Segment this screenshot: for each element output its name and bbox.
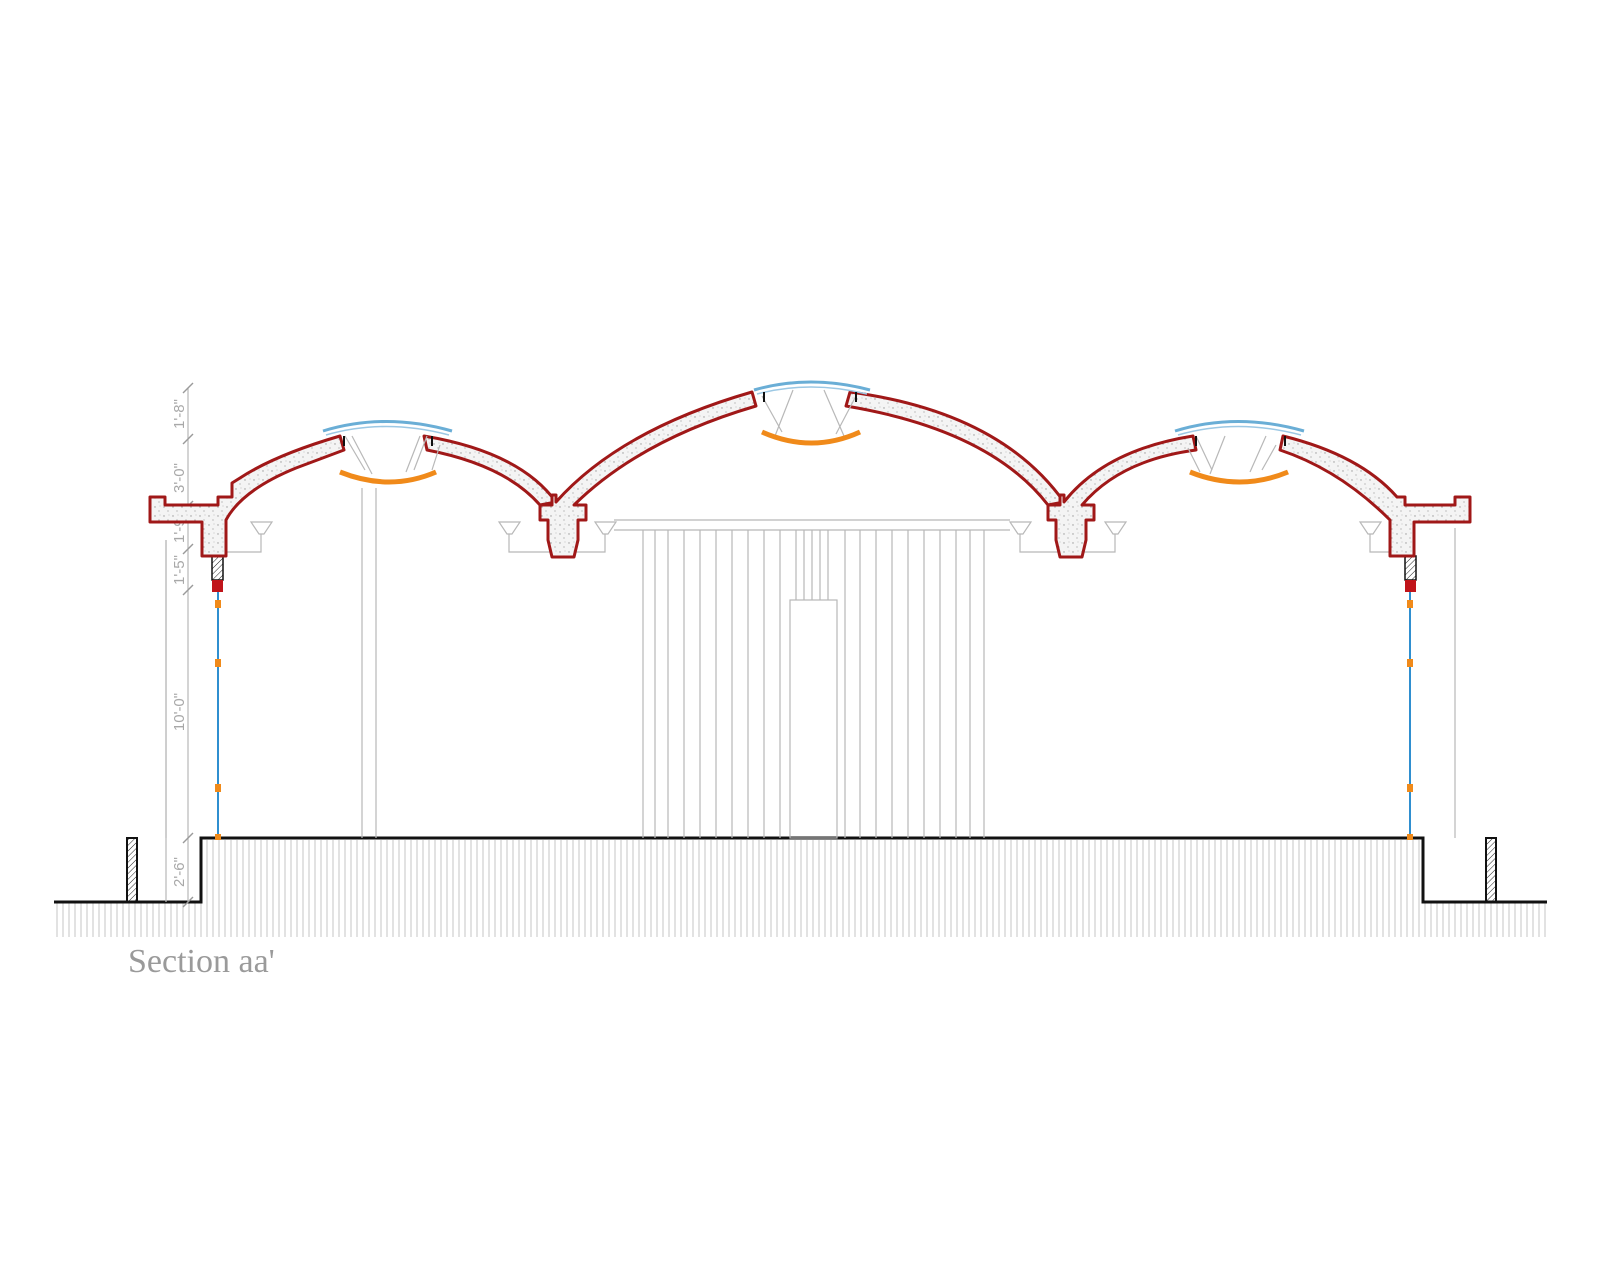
roof-group	[148, 390, 1472, 559]
glazing-joint-right-2	[1407, 659, 1413, 667]
roof-valley-1	[538, 390, 758, 559]
earth-hatch-left	[55, 902, 201, 937]
boundary-wall-left	[126, 837, 138, 903]
roof-vault-1-right	[422, 434, 558, 507]
reflector-left	[339, 469, 437, 485]
roof-eave-right	[1278, 434, 1472, 558]
skylight-glass-center-inner	[756, 386, 868, 395]
skylight-glass-right	[1174, 420, 1305, 433]
plinth-hatch	[201, 840, 1423, 937]
roof-eave-left	[148, 434, 346, 558]
lintel-brick-right	[1404, 555, 1417, 581]
skylight-glass-left	[322, 420, 453, 433]
glazing-joint-left-1	[215, 600, 221, 608]
boundary-wall-right	[1485, 837, 1497, 903]
skylight-glass-left-inner	[325, 425, 450, 436]
glazing-joint-right-4	[1407, 834, 1413, 840]
glazing-joint-left-2	[215, 659, 221, 667]
skylight-center	[753, 380, 871, 446]
roof-vault-2-right	[844, 390, 1066, 507]
skylight-glass-right-inner	[1177, 425, 1302, 436]
glazing-group	[211, 555, 1417, 840]
reflector-center	[760, 429, 862, 446]
reflector-right	[1189, 469, 1289, 485]
lintel-brick-left	[211, 555, 224, 581]
glazing-joint-right-1	[1407, 600, 1413, 608]
dimension-label-1: 1'-8"	[171, 399, 188, 429]
earth-hatch-right	[1423, 902, 1548, 937]
skylight-glass-center	[753, 380, 871, 392]
lintel-tag-left	[212, 580, 223, 592]
lintel-tag-right	[1405, 580, 1416, 592]
interior-group	[165, 488, 1456, 839]
glazing-joint-right-3	[1407, 784, 1413, 792]
light-fixtures	[222, 521, 1408, 553]
glazing-joint-left-4	[215, 834, 221, 840]
partition-door	[789, 599, 838, 839]
roof-valley-2	[1046, 434, 1198, 559]
dimension-label-4: 1'-5"	[171, 555, 188, 585]
partition-slats	[642, 530, 985, 838]
partition-door-cords	[795, 530, 829, 600]
section-title: Section aa'	[128, 943, 275, 980]
ground-group	[54, 836, 1548, 937]
skylight-right	[1174, 420, 1305, 485]
dimension-label-2: 3'-0"	[171, 463, 188, 493]
dimension-label-5: 10'-0"	[171, 693, 188, 731]
glazing-joint-left-3	[215, 784, 221, 792]
dimension-label-6: 2'-6"	[171, 857, 188, 887]
skylight-left	[322, 420, 453, 485]
dimension-group: 1'-8" 3'-0" 1'-9" 1'-5" 10'-0" 2'-6"	[165, 382, 194, 908]
